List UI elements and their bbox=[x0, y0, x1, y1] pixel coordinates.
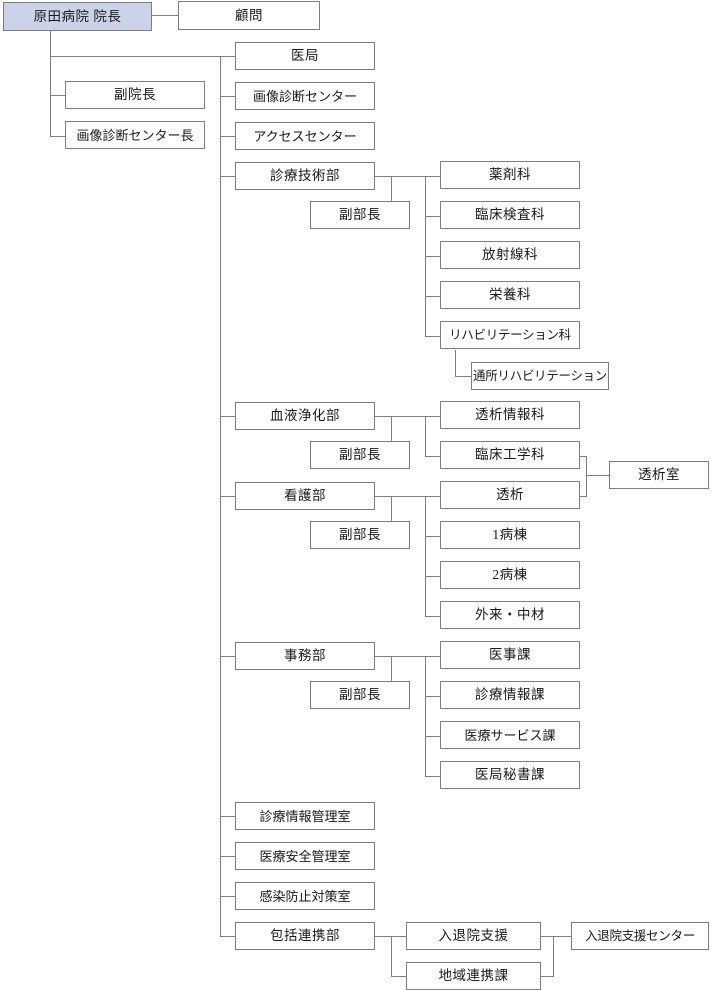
connector-main-2 bbox=[220, 136, 235, 137]
node-deputy-manager-kango[interactable]: 副部長 bbox=[310, 521, 410, 549]
connector-gijutsu-c3 bbox=[425, 296, 440, 297]
node-advisor[interactable]: 顧問 bbox=[178, 1, 320, 30]
connector-jimu-c3 bbox=[425, 776, 440, 777]
connector-main-10 bbox=[220, 936, 235, 937]
node-ward-1[interactable]: 1病棟 bbox=[440, 521, 580, 549]
node-regional-cooperation-section[interactable]: 地域連携課 bbox=[406, 962, 541, 990]
node-medical-affairs-section[interactable]: 医事課 bbox=[440, 641, 580, 669]
node-medical-safety-office[interactable]: 医療安全管理室 bbox=[235, 842, 375, 870]
connector-main-9 bbox=[220, 896, 235, 897]
connector-ketsueki-out bbox=[375, 416, 425, 417]
node-medical-service-section[interactable]: 医療サービス課 bbox=[440, 721, 580, 749]
connector-main-1 bbox=[220, 96, 235, 97]
connector-ketsueki-c1 bbox=[425, 456, 440, 457]
connector-jimu-deputy-v bbox=[391, 656, 392, 695]
connector-main-0 bbox=[220, 56, 235, 57]
connector-jimu-c1 bbox=[425, 696, 440, 697]
connector-reha-v bbox=[455, 350, 456, 376]
node-outpatient-central-supply[interactable]: 外来・中材 bbox=[440, 601, 580, 629]
node-clinical-engineering-dept[interactable]: 臨床工学科 bbox=[440, 441, 580, 469]
node-dialysis-room[interactable]: 透析室 bbox=[609, 461, 709, 489]
connector-main-8 bbox=[220, 856, 235, 857]
jimu-sub-spine bbox=[425, 656, 426, 776]
node-medical-information-section[interactable]: 診療情報課 bbox=[440, 681, 580, 709]
node-dialysis-information-dept[interactable]: 透析情報科 bbox=[440, 401, 580, 429]
node-access-center[interactable]: アクセスセンター bbox=[235, 122, 375, 150]
connector-main-5 bbox=[220, 496, 235, 497]
node-medical-secretary-section[interactable]: 医局秘書課 bbox=[440, 761, 580, 789]
connector-kango-c2 bbox=[425, 576, 440, 577]
connector-main-6 bbox=[220, 656, 235, 657]
connector-root-spine bbox=[50, 30, 51, 137]
connector-houkatsu-out bbox=[375, 936, 391, 937]
connector-kango-deputy-v bbox=[391, 496, 392, 535]
node-pharmacy-dept[interactable]: 薬剤科 bbox=[440, 161, 580, 189]
connector-root-advisor bbox=[152, 15, 178, 16]
kango-sub-spine bbox=[425, 496, 426, 616]
connector-kango-out bbox=[375, 496, 425, 497]
connector-jimu-c0 bbox=[425, 656, 440, 657]
node-medical-office[interactable]: 医局 bbox=[235, 42, 375, 70]
node-admission-discharge-support[interactable]: 入退院支援 bbox=[406, 922, 541, 950]
node-rehabilitation-dept[interactable]: リハビリテーション科 bbox=[440, 321, 580, 349]
node-nursing-dept[interactable]: 看護部 bbox=[235, 482, 375, 510]
connector-gijutsu-c4 bbox=[425, 336, 440, 337]
connector-toseki-room-h bbox=[586, 475, 609, 476]
connector-main-4 bbox=[220, 416, 235, 417]
node-root-director[interactable]: 原田病院 院長 bbox=[3, 2, 152, 31]
node-ward-2[interactable]: 2病棟 bbox=[440, 561, 580, 589]
node-clinical-laboratory-dept[interactable]: 臨床検査科 bbox=[440, 201, 580, 229]
connector-houkatsu-c0 bbox=[391, 936, 406, 937]
connector-nyutaiin-right bbox=[541, 936, 553, 937]
connector-kango-c0 bbox=[425, 496, 440, 497]
connector-rinsho-kogaku-right bbox=[580, 456, 586, 457]
houkatsu-sub-spine bbox=[391, 936, 392, 976]
node-nutrition-dept[interactable]: 栄養科 bbox=[440, 281, 580, 309]
connector-gijutsu-out bbox=[375, 176, 425, 177]
connector-kango-c3 bbox=[425, 616, 440, 617]
connector-root-to-main-spine bbox=[50, 56, 221, 57]
connector-gijutsu-c2 bbox=[425, 256, 440, 257]
connector-toseki-right bbox=[580, 496, 586, 497]
node-admission-discharge-support-center[interactable]: 入退院支援センター bbox=[571, 922, 709, 950]
connector-center-h bbox=[553, 936, 571, 937]
connector-main-3 bbox=[220, 176, 235, 177]
node-deputy-manager-jimu[interactable]: 副部長 bbox=[310, 681, 410, 709]
ketsueki-sub-spine bbox=[425, 416, 426, 456]
node-deputy-manager-ketsueki[interactable]: 副部長 bbox=[310, 441, 410, 469]
node-deputy-manager-gijutsu[interactable]: 副部長 bbox=[310, 201, 410, 229]
node-dialysis[interactable]: 透析 bbox=[440, 481, 580, 509]
connector-chiiki-right bbox=[541, 976, 553, 977]
connector-gijutsu-c0 bbox=[425, 176, 440, 177]
connector-center-v bbox=[553, 936, 554, 977]
connector-ketsueki-deputy-v bbox=[391, 416, 392, 455]
connector-kango-c1 bbox=[425, 536, 440, 537]
node-infection-control-office[interactable]: 感染防止対策室 bbox=[235, 882, 375, 910]
connector-gijutsu-deputy-v bbox=[391, 176, 392, 215]
connector-main-7 bbox=[220, 816, 235, 817]
connector-gijutsu-c1 bbox=[425, 216, 440, 217]
node-daycare-rehabilitation[interactable]: 通所リハビリテーション bbox=[471, 362, 609, 390]
node-administration-dept[interactable]: 事務部 bbox=[235, 642, 375, 670]
node-vice-director[interactable]: 副院長 bbox=[65, 81, 205, 109]
node-comprehensive-cooperation-dept[interactable]: 包括連携部 bbox=[235, 922, 375, 950]
connector-left-imaging-chief bbox=[50, 136, 65, 137]
connector-jimu-out bbox=[375, 656, 425, 657]
node-medical-technology-dept[interactable]: 診療技術部 bbox=[235, 162, 375, 190]
connector-toseki-room-v bbox=[586, 456, 587, 497]
node-blood-purification-dept[interactable]: 血液浄化部 bbox=[235, 402, 375, 430]
node-radiology-dept[interactable]: 放射線科 bbox=[440, 241, 580, 269]
connector-left-vice-director bbox=[50, 95, 65, 96]
node-imaging-center[interactable]: 画像診断センター bbox=[235, 82, 375, 110]
connector-reha-h bbox=[455, 376, 471, 377]
connector-jimu-c2 bbox=[425, 736, 440, 737]
connector-houkatsu-c1 bbox=[391, 976, 406, 977]
node-imaging-center-chief[interactable]: 画像診断センター長 bbox=[65, 121, 205, 149]
connector-ketsueki-c0 bbox=[425, 416, 440, 417]
node-medical-records-office[interactable]: 診療情報管理室 bbox=[235, 802, 375, 830]
